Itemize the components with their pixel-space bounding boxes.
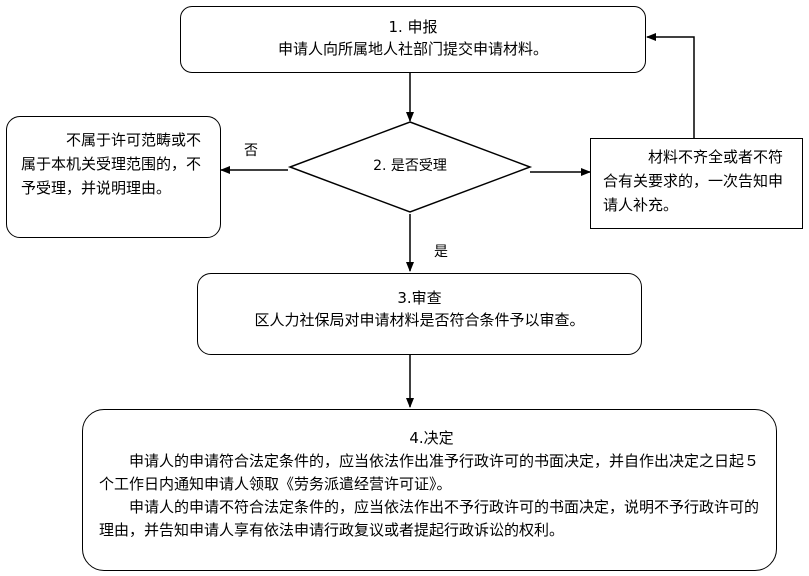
step-apply-body: 申请人向所属地人社部门提交申请材料。 xyxy=(277,40,548,58)
arrow-supplement-to-apply xyxy=(646,33,695,138)
supplement-box: 材料不齐全或者不符合有关要求的，一次告知申请人补充。 xyxy=(590,138,803,229)
step-decision-title: 4.决定 xyxy=(409,429,454,447)
step-apply-title: 1. 申报 xyxy=(388,18,438,36)
step-accept-title: 2. 是否受理 xyxy=(373,158,447,174)
step-decision-para1: 申请人的申请符合法定条件的，应当依法作出准予行政许可的书面决定，并自作出决定之日… xyxy=(99,452,760,493)
step-review-box: 3.审查 区人力社保局对申请材料是否符合条件予以审查。 xyxy=(197,273,642,355)
reject-text: 不属于许可范畴或不属于本机关受理范围的，不予受理，并说明理由。 xyxy=(21,131,202,197)
step-decision-para2: 申请人的申请不符合法定条件的，应当依法作出不予行政许可的书面决定，说明不予行政许… xyxy=(99,498,760,539)
supplement-text: 材料不齐全或者不符合有关要求的，一次告知申请人补充。 xyxy=(603,148,784,214)
reject-box: 不属于许可范畴或不属于本机关受理范围的，不予受理，并说明理由。 xyxy=(6,116,221,238)
step-decision-box: 4.决定 申请人的申请符合法定条件的，应当依法作出准予行政许可的书面决定，并自作… xyxy=(82,409,777,571)
step-apply-box: 1. 申报 申请人向所属地人社部门提交申请材料。 xyxy=(180,6,646,73)
edge-label-yes: 是 xyxy=(434,244,448,260)
step-review-body: 区人力社保局对申请材料是否符合条件予以审查。 xyxy=(254,311,585,329)
edge-label-no: 否 xyxy=(244,143,258,159)
decision-diamond xyxy=(287,121,533,213)
step-review-title: 3.审查 xyxy=(397,289,442,307)
